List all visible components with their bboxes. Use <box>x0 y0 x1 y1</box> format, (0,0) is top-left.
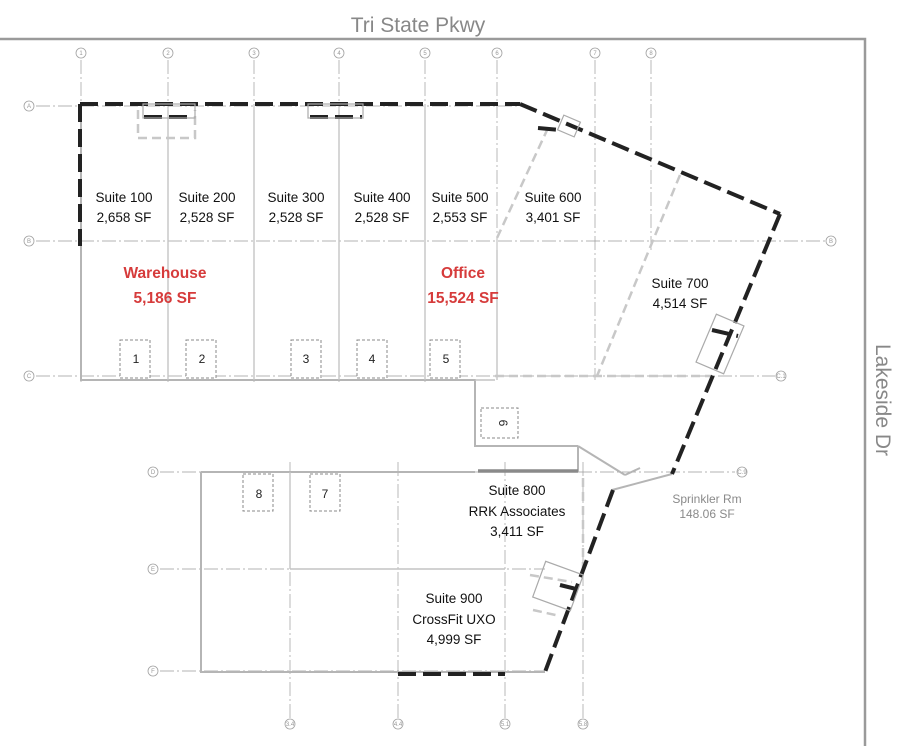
suite-100-name: Suite 100 <box>95 190 152 205</box>
grid-bubble-label: 8 <box>649 51 653 57</box>
suite-200-name: Suite 200 <box>178 190 235 205</box>
suite-900-tenant: CrossFit UXO <box>412 612 495 627</box>
exterior-walls <box>78 102 782 676</box>
grid-bubble-c9 <box>736 466 748 478</box>
grid-bubble-b-right <box>825 235 837 247</box>
suite-700-name: Suite 700 <box>651 276 708 291</box>
street-label-lakeside: Lakeside Dr <box>871 344 894 456</box>
grid-bubble-label: C.9 <box>737 470 747 476</box>
grid-bubble-label: 5 <box>423 51 427 57</box>
sprinkler-room-area: 148.06 SF <box>679 507 734 521</box>
office-label: Office <box>441 265 485 282</box>
grid-bubble-label: 4 <box>337 51 341 57</box>
grid-bubble-label: 6 <box>495 51 499 57</box>
suite-500-name: Suite 500 <box>431 190 488 205</box>
suite-800-tenant: RRK Associates <box>469 504 566 519</box>
grid-bubble-label: B <box>27 239 31 245</box>
grid-bubble-1 <box>75 47 87 59</box>
detail-rooms <box>142 103 745 612</box>
suite-300-name: Suite 300 <box>267 190 324 205</box>
grid-bubble-label: 4.4 <box>394 722 403 728</box>
grid-bubble-5 <box>419 47 431 59</box>
suite-900-area: 4,999 SF <box>427 632 482 647</box>
suite-600-area: 3,401 SF <box>526 210 581 225</box>
dock-door-1 <box>119 339 151 379</box>
dock-labels: 1 2 3 4 5 6 7 8 <box>133 352 510 501</box>
grid-bubble-label: F <box>151 669 155 675</box>
dock-door-3 <box>290 339 322 379</box>
suite-800-name: Suite 800 <box>488 483 545 498</box>
dock-label-1: 1 <box>133 352 140 366</box>
grid-bubble-51 <box>499 718 511 730</box>
dock-label-8: 8 <box>256 487 263 501</box>
office-area: 15,524 SF <box>427 290 499 307</box>
suite-700-area: 4,514 SF <box>653 296 708 311</box>
dock-door-8 <box>242 473 274 512</box>
suite-200-area: 2,528 SF <box>180 210 235 225</box>
dock-label-2: 2 <box>199 352 206 366</box>
dashed-walls <box>136 110 712 618</box>
suite-labels: Suite 100 2,658 SF Suite 200 2,528 SF Su… <box>95 190 708 647</box>
grid-bubble-label: 5.8 <box>579 722 588 728</box>
grid-bubble-label: C <box>27 374 32 380</box>
grid-bubble-label: A <box>27 104 31 110</box>
grid-bubble-a <box>23 100 35 112</box>
grid-bubble-34 <box>284 718 296 730</box>
grid-bubble-58 <box>577 718 589 730</box>
zone-labels: Warehouse 5,186 SF Office 15,524 SF <box>124 265 499 307</box>
grid-bubble-c1 <box>775 370 787 382</box>
dock-door-6 <box>480 407 519 439</box>
suite-300-area: 2,528 SF <box>269 210 324 225</box>
grid-bubble-label: E <box>151 567 155 573</box>
dock-door-4 <box>356 339 388 379</box>
dock-label-5: 5 <box>443 352 450 366</box>
grid-bubble-label: B <box>829 239 833 245</box>
dock-label-3: 3 <box>303 352 310 366</box>
grid-bubble-labels: 1 2 3 4 5 6 7 8 A B C D E F B C.1 C.9 3.… <box>27 51 833 728</box>
grid-bubble-7 <box>589 47 601 59</box>
dock-doors <box>119 339 519 512</box>
grid-bubble-c <box>23 370 35 382</box>
demising-walls <box>167 110 505 570</box>
sprinkler-room-label: Sprinkler Rm <box>672 492 741 506</box>
warehouse-area: 5,186 SF <box>134 290 197 307</box>
dock-label-4: 4 <box>369 352 376 366</box>
dock-label-7: 7 <box>322 487 329 501</box>
suite-400-area: 2,528 SF <box>355 210 410 225</box>
grid-bubble-8 <box>645 47 657 59</box>
suite-600-name: Suite 600 <box>524 190 581 205</box>
grid-bubble-label: C.1 <box>776 374 786 380</box>
grid-bubble-label: 5.1 <box>501 722 510 728</box>
suite-400-name: Suite 400 <box>353 190 410 205</box>
dock-door-2 <box>185 339 217 379</box>
building-outline <box>80 103 673 673</box>
grid-bubble-label: D <box>151 470 156 476</box>
suite-100-area: 2,658 SF <box>97 210 152 225</box>
street-label-tri-state: Tri State Pkwy <box>351 14 486 37</box>
dock-door-5 <box>429 339 461 379</box>
suite-500-area: 2,553 SF <box>433 210 488 225</box>
grid-bubble-2 <box>162 47 174 59</box>
grid-bubble-f <box>147 665 159 677</box>
grid-bubble-6 <box>491 47 503 59</box>
grid-bubbles <box>23 47 837 730</box>
site-boundary <box>0 37 867 746</box>
grid-bubble-label: 7 <box>593 51 597 57</box>
grid-bubble-label: 3 <box>252 51 256 57</box>
grid-bubble-e <box>147 563 159 575</box>
dock-label-6: 6 <box>496 420 510 427</box>
grid-bubble-b <box>23 235 35 247</box>
grid-bubble-label: 2 <box>166 51 170 57</box>
grid-bubble-d <box>147 466 159 478</box>
suite-900-name: Suite 900 <box>425 591 482 606</box>
warehouse-label: Warehouse <box>124 265 207 282</box>
suite-800-area: 3,411 SF <box>490 524 544 539</box>
grid-bubble-4 <box>333 47 345 59</box>
grid-bubble-44 <box>392 718 404 730</box>
grid-bubble-3 <box>248 47 260 59</box>
dock-door-7 <box>309 473 341 512</box>
grid-bubble-label: 1 <box>79 51 83 57</box>
grid-bubble-label: 3.4 <box>286 722 295 728</box>
